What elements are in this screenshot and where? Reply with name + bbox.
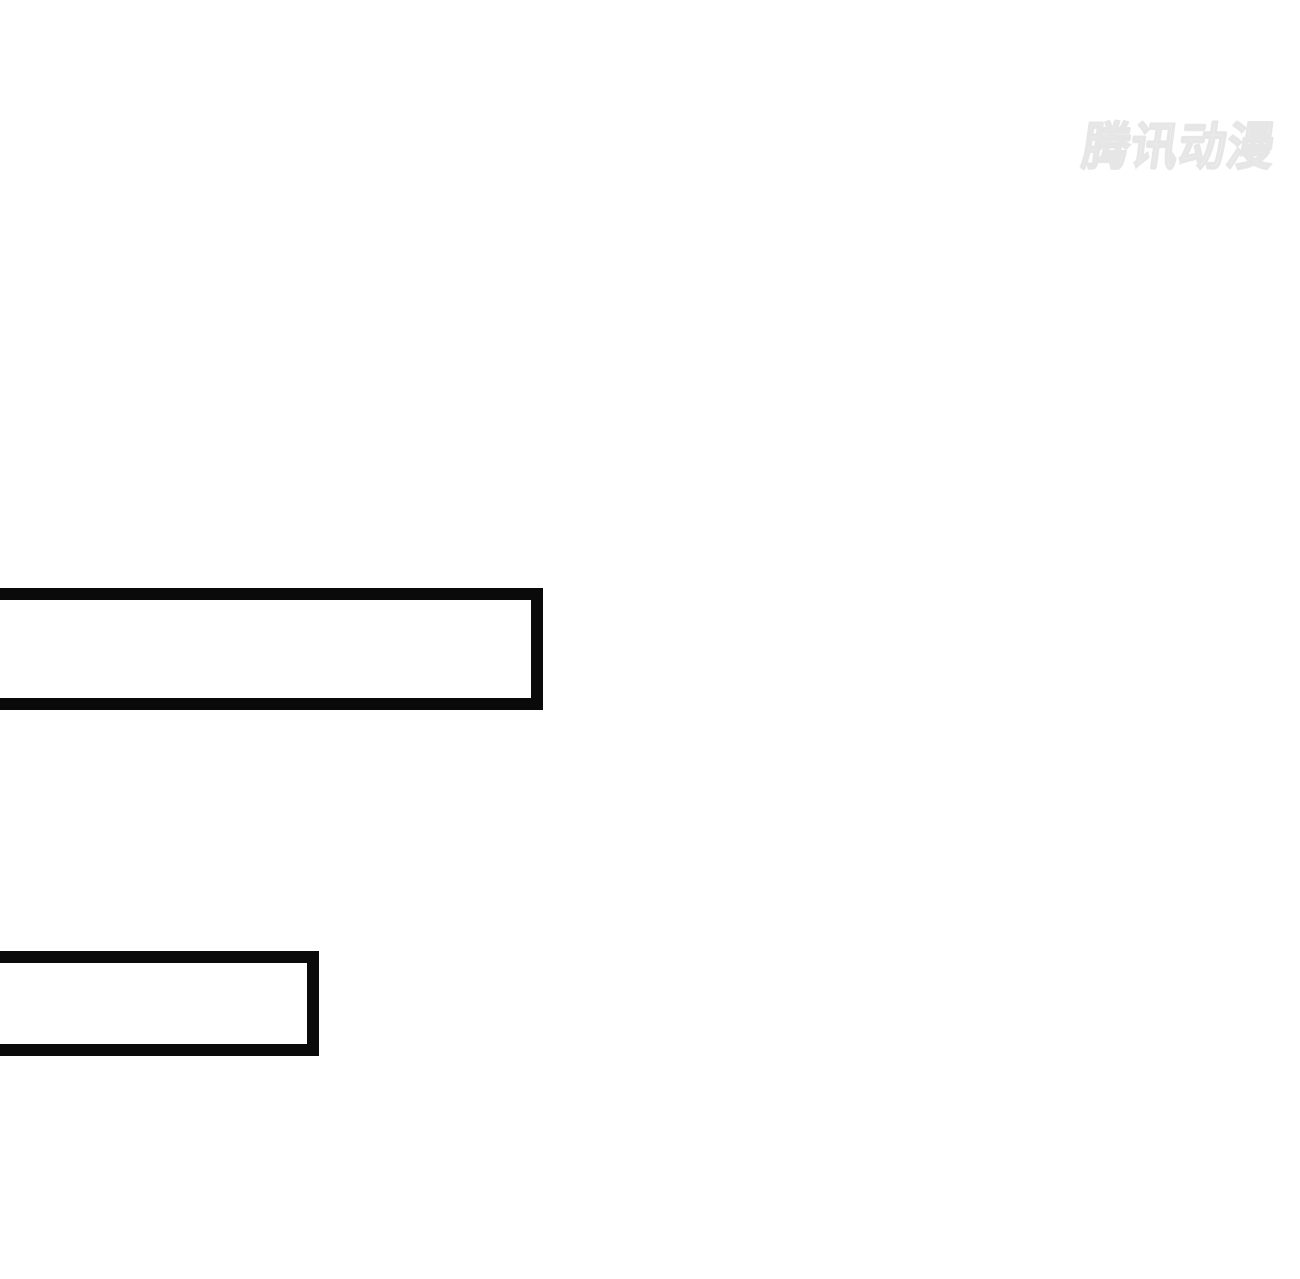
tencent-comics-watermark: 腾讯动漫 [1068,114,1290,180]
speech-box-text [0,963,307,1044]
watermark-label: 腾讯动漫 [1078,117,1280,178]
speech-box [0,588,543,710]
speech-box-text [0,600,531,698]
speech-box [0,951,319,1056]
